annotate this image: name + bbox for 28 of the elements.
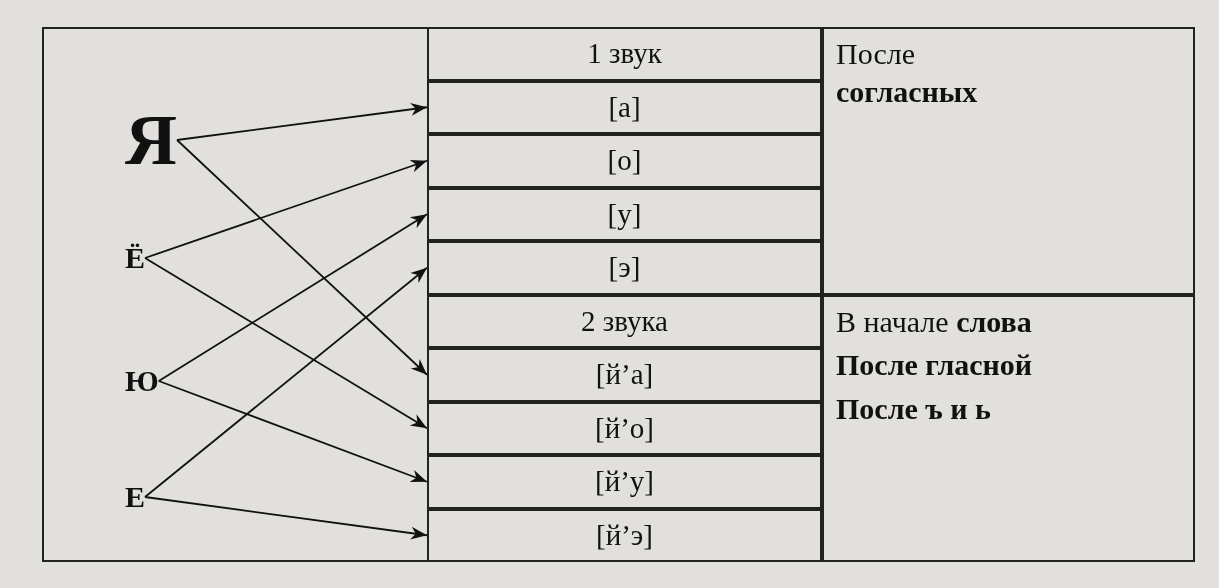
rule-cell [822,27,1195,295]
rule-text: После гласной [836,347,1034,383]
arrow [144,159,428,259]
arrow [144,496,428,540]
vowel-letter: Ё [125,243,145,273]
arrow [144,257,428,430]
sound-cell: [й’э] [427,508,822,562]
arrow [144,266,428,498]
arrow [176,139,428,376]
rule-cell [822,294,1195,562]
sound-cell: [у] [427,187,822,241]
arrow [176,102,428,141]
vowel-letter: Ю [125,366,159,396]
sound-cell: [й’а] [427,348,822,402]
sound-cell: [э] [427,241,822,295]
sound-cell: [о] [427,134,822,188]
sound-cell: [й’о] [427,401,822,455]
header-cell: 1 звук [427,27,822,81]
arrow [157,213,428,382]
vowel-letter: Я [125,104,177,176]
vowel-letter: Е [125,482,145,512]
rule-text: В начале слова [836,303,1033,340]
rule-text: После согласных [836,36,979,110]
header-cell: 2 звука [427,294,822,348]
sound-cell: [й’у] [427,455,822,509]
arrow [157,380,428,483]
sound-cell: [а] [427,80,822,134]
rule-text: После ъ и ь [836,390,992,427]
